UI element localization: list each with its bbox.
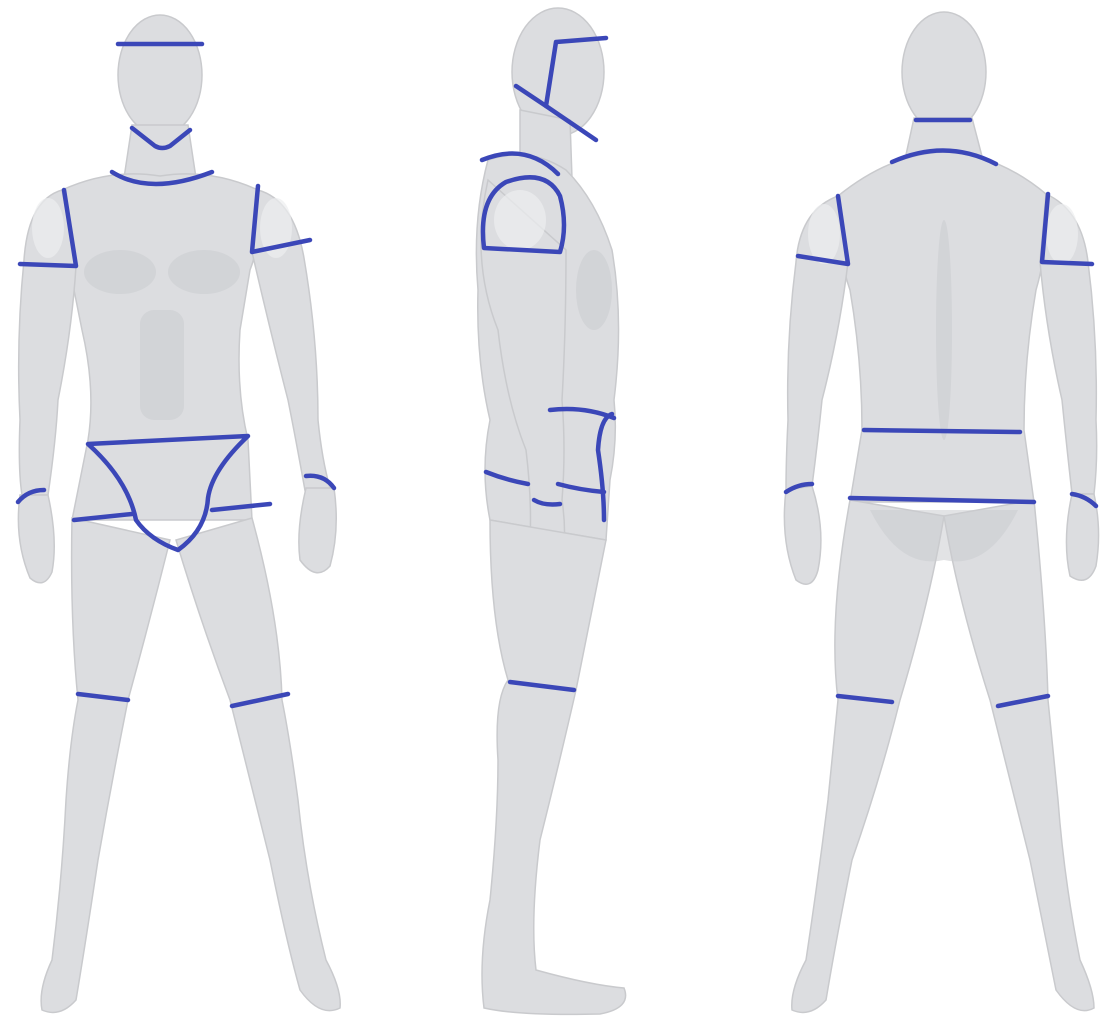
- front-view-mannequin: [18, 15, 340, 1012]
- front-right-leg: [176, 518, 340, 1011]
- side-leg: [482, 520, 626, 1014]
- back-spine-shade: [936, 220, 952, 440]
- side-chest-shade: [576, 250, 612, 330]
- front-left-hand: [18, 495, 54, 583]
- front-right-hand: [299, 488, 336, 573]
- front-chest-shade-2: [168, 250, 240, 294]
- back-cut-waist: [864, 430, 1020, 432]
- front-chest-shade: [84, 250, 156, 294]
- back-left-hand: [784, 486, 821, 584]
- back-head: [902, 12, 986, 132]
- front-abs-shade: [140, 310, 184, 420]
- back-shoulder-hilite-2: [1046, 204, 1078, 264]
- front-left-leg: [41, 518, 170, 1012]
- back-shoulder-hilite: [808, 204, 840, 264]
- front-shoulder-hilite: [32, 198, 64, 258]
- side-shoulder-hilite: [494, 190, 546, 250]
- front-head: [118, 15, 202, 135]
- back-view-mannequin: [784, 12, 1098, 1012]
